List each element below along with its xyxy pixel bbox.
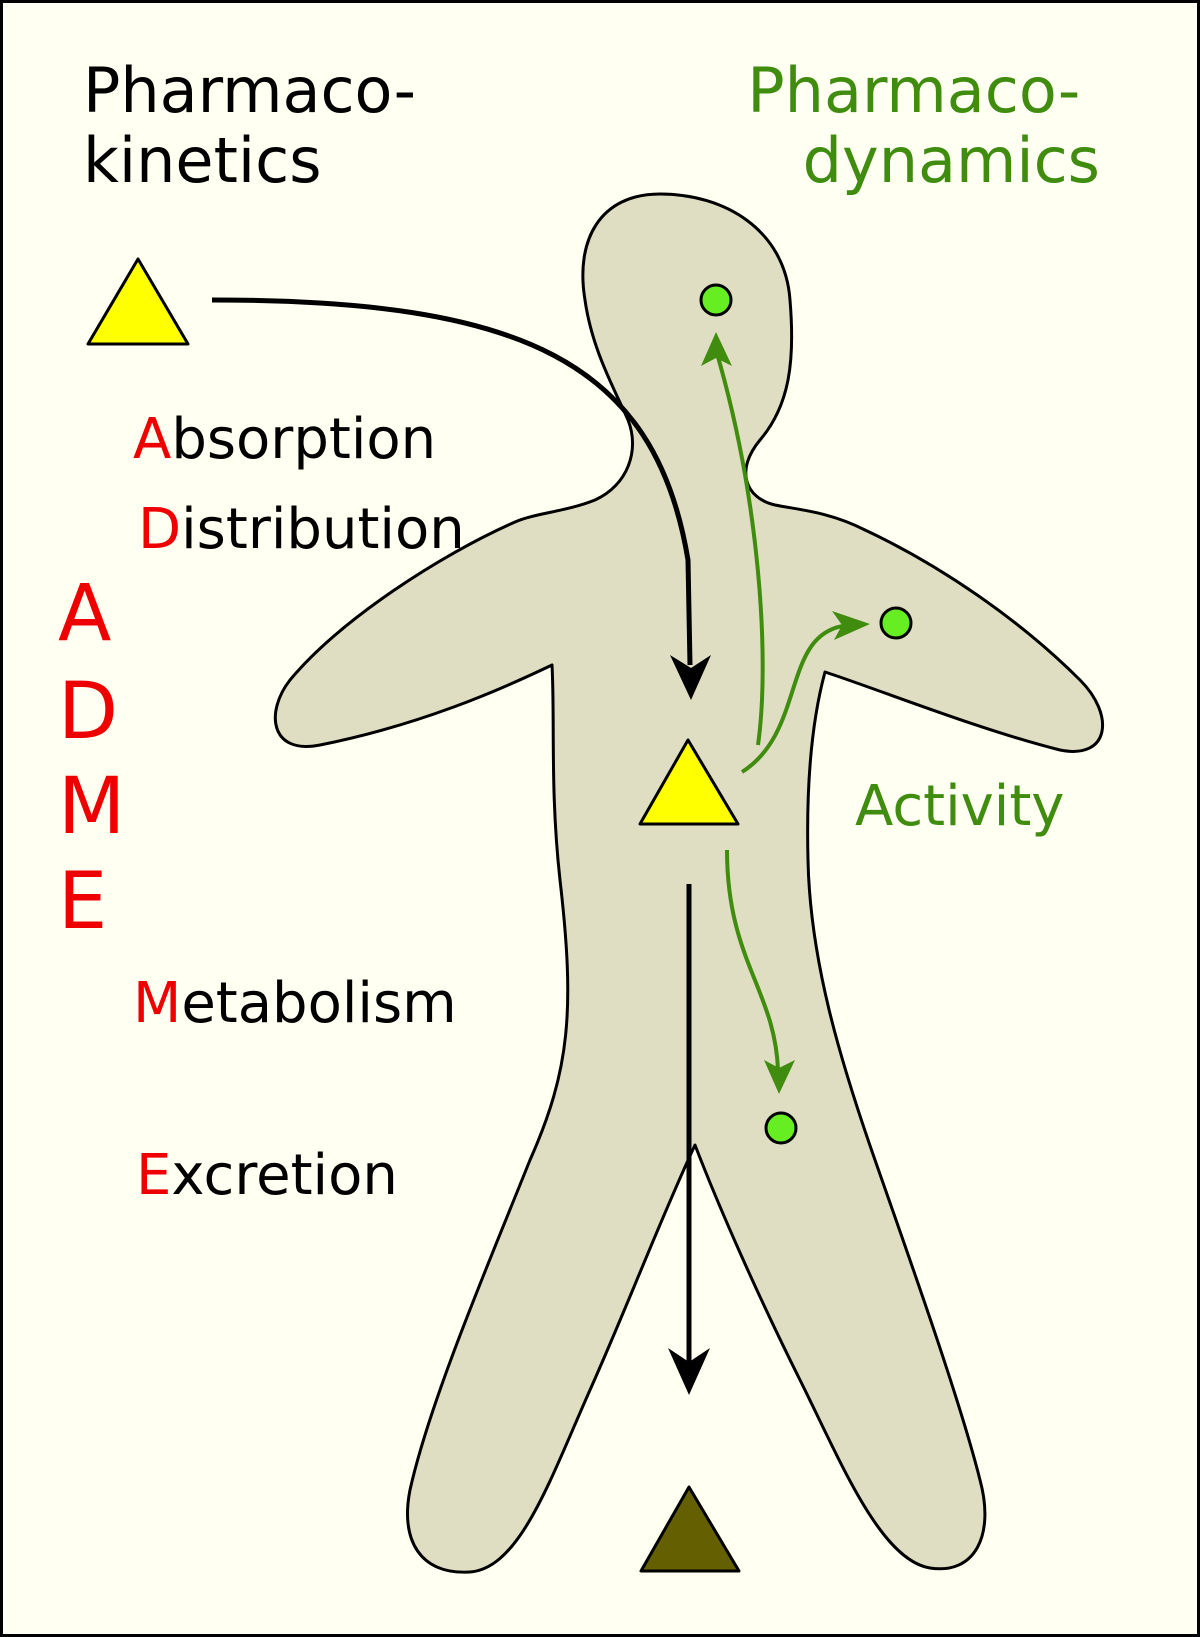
step-initial: A — [133, 407, 171, 472]
excretion-arrowhead — [668, 1348, 710, 1395]
pk-title-line2: kinetics — [83, 124, 322, 197]
dark-triangle-icon — [639, 1485, 741, 1573]
step-absorption: Absorption — [133, 407, 436, 472]
yellow-triangle-icon — [86, 257, 190, 346]
pd-title: Pharmaco- dynamics — [747, 54, 1100, 197]
activity-label: Activity — [855, 774, 1064, 839]
activity-arrowhead-right — [832, 611, 870, 640]
green-dot-icon — [699, 283, 733, 317]
step-rest: xcretion — [171, 1143, 397, 1208]
activity-arrow-head-region — [714, 349, 765, 746]
step-rest: etabolism — [181, 971, 456, 1036]
green-dot-icon — [879, 606, 913, 640]
step-excretion: Excretion — [136, 1143, 398, 1208]
human-body-silhouette — [273, 192, 1104, 1574]
pd-title-line1: Pharmaco- — [747, 54, 1080, 127]
activity-arrow-lower-region — [725, 849, 780, 1071]
step-initial: D — [138, 497, 181, 562]
adme-letter-a: A — [58, 569, 111, 659]
step-rest: bsorption — [171, 407, 436, 472]
step-distribution: Distribution — [138, 497, 465, 562]
activity-arrow-arm-region — [740, 623, 851, 774]
step-initial: M — [133, 971, 181, 1036]
absorption-arrowhead — [670, 655, 711, 700]
adme-letter-e: E — [58, 857, 107, 947]
green-dot-icon — [764, 1111, 798, 1145]
step-initial: E — [136, 1143, 171, 1208]
step-metabolism: Metabolism — [133, 971, 457, 1036]
step-rest: istribution — [181, 497, 465, 562]
pk-title: Pharmaco- kinetics — [83, 54, 436, 197]
yellow-triangle-icon — [638, 738, 740, 826]
adme-letter-d: D — [58, 667, 118, 757]
activity-arrowhead-down — [764, 1060, 795, 1094]
absorption-arrow — [211, 297, 693, 666]
pk-title-line1: Pharmaco- — [83, 54, 416, 127]
adme-letter-m: M — [58, 762, 125, 852]
pd-title-line2: dynamics — [803, 124, 1100, 197]
activity-arrowhead-up — [701, 332, 732, 366]
